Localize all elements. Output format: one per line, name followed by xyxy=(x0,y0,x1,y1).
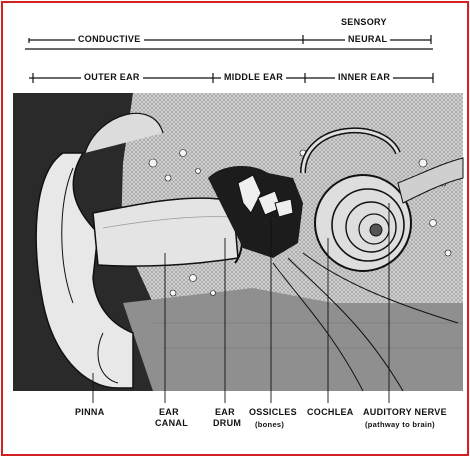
label-auditory-nerve-note: (pathway to brain) xyxy=(365,420,435,429)
label-neural: NEURAL xyxy=(345,34,391,45)
label-sensory: SENSORY xyxy=(341,17,387,27)
label-ear-canal-line2: CANAL xyxy=(155,418,188,428)
label-cochlea: COCHLEA xyxy=(307,407,354,417)
bone-speckles xyxy=(148,149,452,297)
lower-tissue xyxy=(123,288,463,391)
label-ossicles-note: (bones) xyxy=(255,420,285,429)
label-auditory-nerve: AUDITORY NERVE xyxy=(363,407,447,417)
ear-anatomy-illustration xyxy=(13,35,464,403)
cochlea-shape xyxy=(314,174,412,272)
label-ossicles: OSSICLES xyxy=(249,407,297,417)
pinna-shape xyxy=(35,152,134,389)
label-ear-canal-line1: EAR xyxy=(159,407,179,417)
label-conductive: CONDUCTIVE xyxy=(75,34,144,45)
label-pinna: PINNA xyxy=(75,407,105,417)
label-inner-ear: INNER EAR xyxy=(335,72,394,83)
label-outer-ear: OUTER EAR xyxy=(81,72,143,83)
auditory-nerve-shape xyxy=(397,157,464,204)
ear-canal-shape xyxy=(92,197,239,267)
label-middle-ear: MIDDLE EAR xyxy=(221,72,286,83)
label-ear-drum-line1: EAR xyxy=(215,407,235,417)
leader-lines xyxy=(92,203,390,403)
middle-ear-cavity xyxy=(208,166,303,258)
ossicles-shape xyxy=(237,174,294,218)
label-ear-drum-line2: DRUM xyxy=(213,418,242,428)
